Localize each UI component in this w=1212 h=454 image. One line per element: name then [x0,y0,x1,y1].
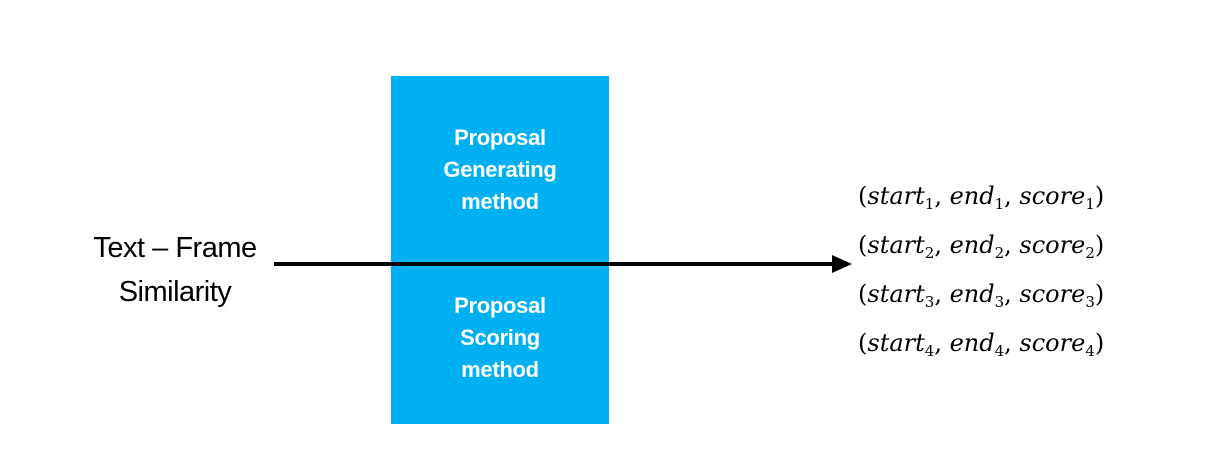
proposal-scoring-label: Proposal Scoring method [391,290,609,386]
input-label-line-1: Text – Frame [93,232,257,264]
output-tuple: (start2, end2, score2) [858,231,1105,262]
scoring-line-3: method [461,357,539,382]
scoring-line-1: Proposal [454,293,546,318]
output-tuple: (start3, end3, score3) [858,280,1105,311]
proposal-generating-label: Proposal Generating method [391,122,609,218]
scoring-line-2: Scoring [460,325,540,350]
output-list: (start1, end1, score1) (start2, end2, sc… [858,176,1104,372]
input-label-line-2: Similarity [118,276,232,308]
method-block: Proposal Generating method Proposal Scor… [391,76,609,424]
output-tuple: (start4, end4, score4) [858,329,1105,360]
generating-line-2: Generating [443,157,557,182]
arrow-head [832,255,852,273]
input-label: Text – Frame Similarity [60,226,290,314]
generating-line-1: Proposal [454,125,546,150]
output-tuple: (start1, end1, score1) [858,182,1105,213]
generating-line-3: method [461,189,539,214]
